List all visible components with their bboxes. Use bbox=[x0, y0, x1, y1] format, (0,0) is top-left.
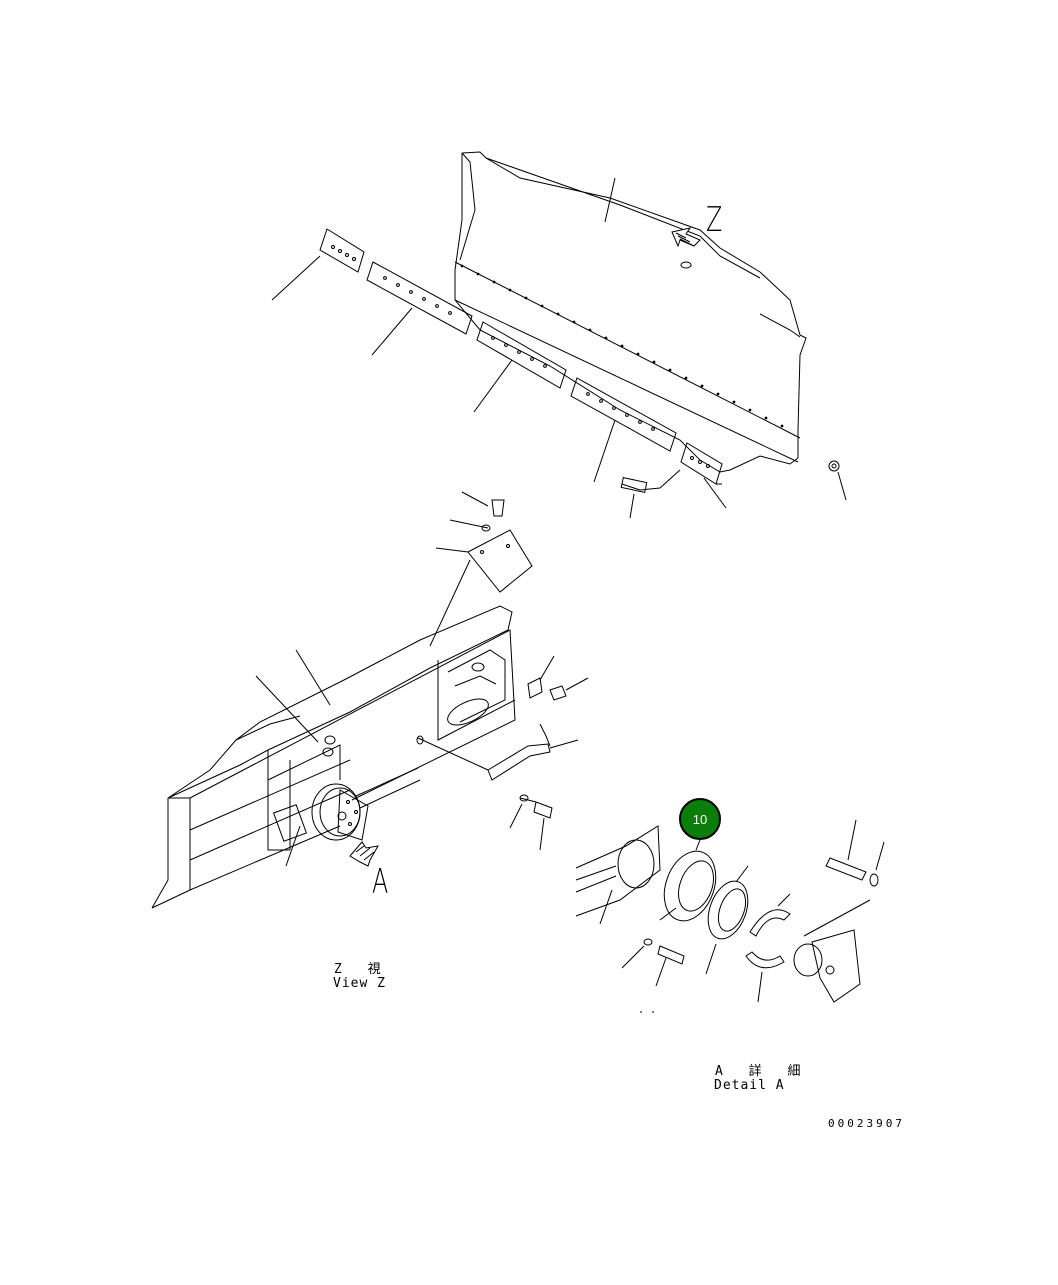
detail-a-parts bbox=[576, 820, 884, 1012]
part-callout-10[interactable]: 10 bbox=[679, 798, 721, 840]
view-z-label-en: View Z bbox=[333, 976, 386, 991]
view-z-arrow-letter: Z bbox=[706, 200, 723, 240]
detail-a-arrow bbox=[350, 842, 378, 866]
detail-a-label-en: Detail A bbox=[714, 1078, 785, 1093]
drawing-number: 00023907 bbox=[828, 1117, 905, 1130]
blade-bolt-holes bbox=[460, 264, 784, 428]
detail-a-label-jp: A 詳 細 bbox=[715, 1064, 810, 1079]
detail-a-arrow-letter: A bbox=[372, 862, 389, 902]
view-z-label-jp: Z 視 bbox=[334, 962, 390, 977]
blade-assembly bbox=[455, 152, 846, 500]
view-z-arrow bbox=[672, 228, 700, 246]
cutting-edges bbox=[272, 229, 726, 518]
frame-assembly bbox=[152, 492, 588, 908]
